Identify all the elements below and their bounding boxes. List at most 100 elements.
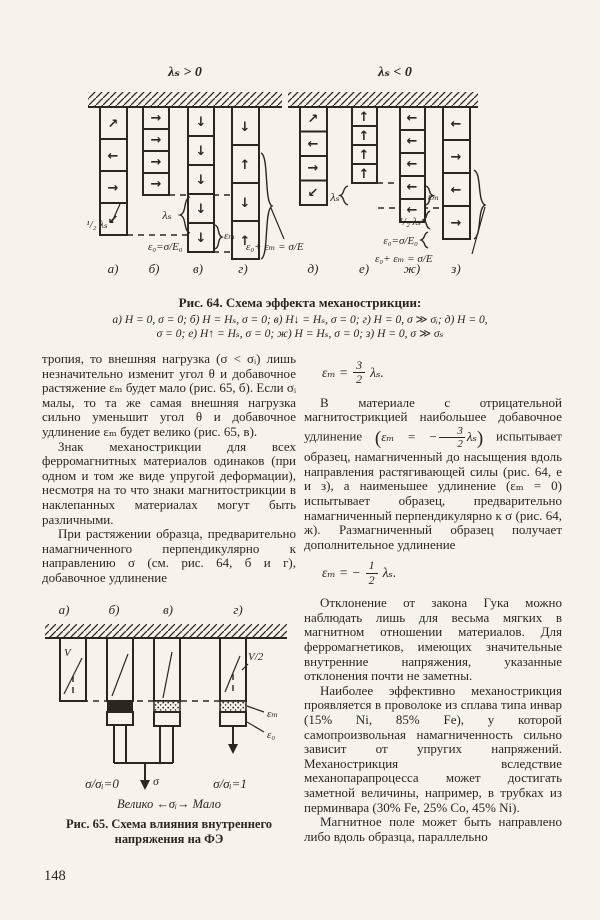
domain-arrow: ← <box>451 183 462 198</box>
column-letter: г) <box>238 261 247 276</box>
paragraph: Магнитное поле может быть направлено либ… <box>304 814 562 844</box>
leader-line <box>471 206 486 255</box>
caption-line: напряжения на ФЭ <box>114 832 224 847</box>
figure-65-drawing: а) б) в) г) V <box>45 602 287 791</box>
paragraph-text: испытывает образец, намагниченный до нас… <box>304 428 562 552</box>
domain-arrow: ↑ <box>240 234 251 249</box>
domain-arrow: ← <box>407 157 418 172</box>
brace <box>177 196 191 234</box>
condition-label: λₛ > 0 <box>167 65 202 80</box>
leader-line <box>246 704 265 713</box>
brace <box>425 185 436 206</box>
column-letter: з) <box>450 261 460 276</box>
specimen-bar-g <box>219 636 247 754</box>
em-label: εₘ <box>224 230 235 242</box>
page-number: 148 <box>44 868 66 884</box>
domain-column-b: → → → → <box>142 106 170 196</box>
domain-column-v: ↓ ↓ ↓ ↓ ↓ <box>187 106 215 253</box>
domain-arrow: ↙ <box>308 186 319 201</box>
numerator: 1 <box>368 558 375 573</box>
domain-arrow: ↑ <box>359 167 370 182</box>
condition-label: λₛ < 0 <box>377 65 412 80</box>
e0-label: ε₀=σ/E₀ <box>148 241 183 253</box>
paragraph: Отклонение от закона Гука можно наблюдат… <box>304 595 562 684</box>
formula-rhs: λₛ. <box>382 565 397 581</box>
column-letter: а) <box>108 261 119 276</box>
brace <box>214 224 224 250</box>
domain-column-a: ↗ ← → ↙ <box>99 106 128 236</box>
paragraph-text: В материале с отрицательной магнитострик… <box>304 394 562 444</box>
v2-label: V/2 <box>248 651 264 663</box>
domain-arrow: → <box>151 133 162 148</box>
leader-line <box>246 720 265 733</box>
caption-line: Рис. 65. Схема влияния внутреннего <box>65 817 273 832</box>
lambda-label: λₛ <box>161 208 171 222</box>
em-label: εₘ <box>428 191 439 203</box>
domain-column-e: ↑ ↑ ↑ ↑ <box>351 106 378 184</box>
paren-close: ) <box>476 427 484 449</box>
domain-arrow: ↓ <box>196 231 207 246</box>
caption-title: Рис. 64. Схема эффекта механострикции: <box>178 295 422 310</box>
ratio-one-label: σ/σᵢ=1 <box>213 776 247 791</box>
fig64-left-panel: λₛ > 0 ↗ ← → ↙ → → → <box>86 65 304 276</box>
column-letter: б) <box>109 602 120 617</box>
domain-arrow: ← <box>451 117 462 132</box>
specimen-bar-v <box>153 636 181 763</box>
domain-arrow: ↓ <box>196 115 207 130</box>
column-letter: г) <box>233 602 242 617</box>
ceiling-hatch <box>88 92 282 107</box>
domain-arrow: ← <box>308 137 319 152</box>
domain-arrow: ↑ <box>359 148 370 163</box>
sigma-label: σ <box>153 774 160 788</box>
domain-arrow: → <box>151 177 162 192</box>
caption-line: а) Н = 0, σ = 0; б) Н = Нₛ, σ = 0; в) Н↓… <box>112 314 488 326</box>
domain-arrow: ↓ <box>240 196 251 211</box>
formula-lhs: εₘ = − <box>381 428 438 444</box>
leader-line <box>241 663 249 670</box>
denominator: 2 <box>365 572 378 587</box>
domain-column-d: ↗ ← → ↙ <box>299 106 328 206</box>
domain-arrow: ↓ <box>196 144 207 159</box>
e0-em-label: ε₀+ εₘ = σ/E <box>246 241 304 253</box>
lambda-label: λₛ <box>329 190 339 204</box>
e0-label: ε₀=σ/E₀ <box>383 235 418 247</box>
formula-em-negative: εₘ = − 1 2 λₛ. <box>322 558 562 587</box>
domain-arrow: ← <box>407 203 418 218</box>
sigma-arrow: σ <box>114 761 173 790</box>
paren-open: ( <box>374 427 382 449</box>
domain-arrow: → <box>308 161 319 176</box>
denominator: 2 <box>353 372 366 386</box>
right-text-column: εₘ = 3 2 λₛ. В материале с отрицательной… <box>304 352 562 844</box>
figure-65: а) б) в) г) V <box>42 596 296 794</box>
half-lambda-label: ¹/₂ λₛ <box>400 216 422 228</box>
numerator: 3 <box>457 425 463 438</box>
half-lambda-label: ¹/₂ λₛ <box>86 219 108 231</box>
domain-arrow: ↓ <box>240 120 251 135</box>
paragraph: Наиболее эффективно механострикция прояв… <box>304 682 562 815</box>
specimen-bar-a: V <box>59 636 87 702</box>
column-letter: а) <box>59 602 70 617</box>
figure-64-drawing: λₛ > 0 ↗ ← → ↙ → → → <box>86 65 487 276</box>
domain-arrow: ↑ <box>359 110 370 125</box>
domain-arrow: → <box>451 216 462 231</box>
domain-arrow: → <box>151 111 162 126</box>
brace <box>337 185 349 206</box>
domain-arrow: ← <box>108 149 119 164</box>
left-text-column: тропия, то внешняя нагрузка (σ < σᵢ) лиш… <box>42 351 296 847</box>
ratio-zero-label: σ/σᵢ=0 <box>85 776 119 791</box>
e0-em-label: ε₀+ εₘ = σ/E <box>375 253 433 265</box>
specimen-bar-b <box>106 636 134 763</box>
fig64-right-panel: λₛ < 0 ↗ ← → ↙ ↑ ↑ ↑ ↑ <box>288 65 487 276</box>
domain-arrow: ← <box>407 111 418 126</box>
column-letter: е) <box>359 261 369 276</box>
paragraph: При растяжении образца, предварительно н… <box>42 526 296 585</box>
domain-arrow: → <box>451 150 462 165</box>
e0-label: ε₀ <box>267 729 275 741</box>
formula-lhs: εₘ = − <box>322 565 361 581</box>
ceiling-hatch <box>288 92 478 107</box>
domain-arrow: ← <box>407 134 418 149</box>
domain-arrow: ↓ <box>196 202 207 217</box>
denominator: 2 <box>439 437 465 450</box>
